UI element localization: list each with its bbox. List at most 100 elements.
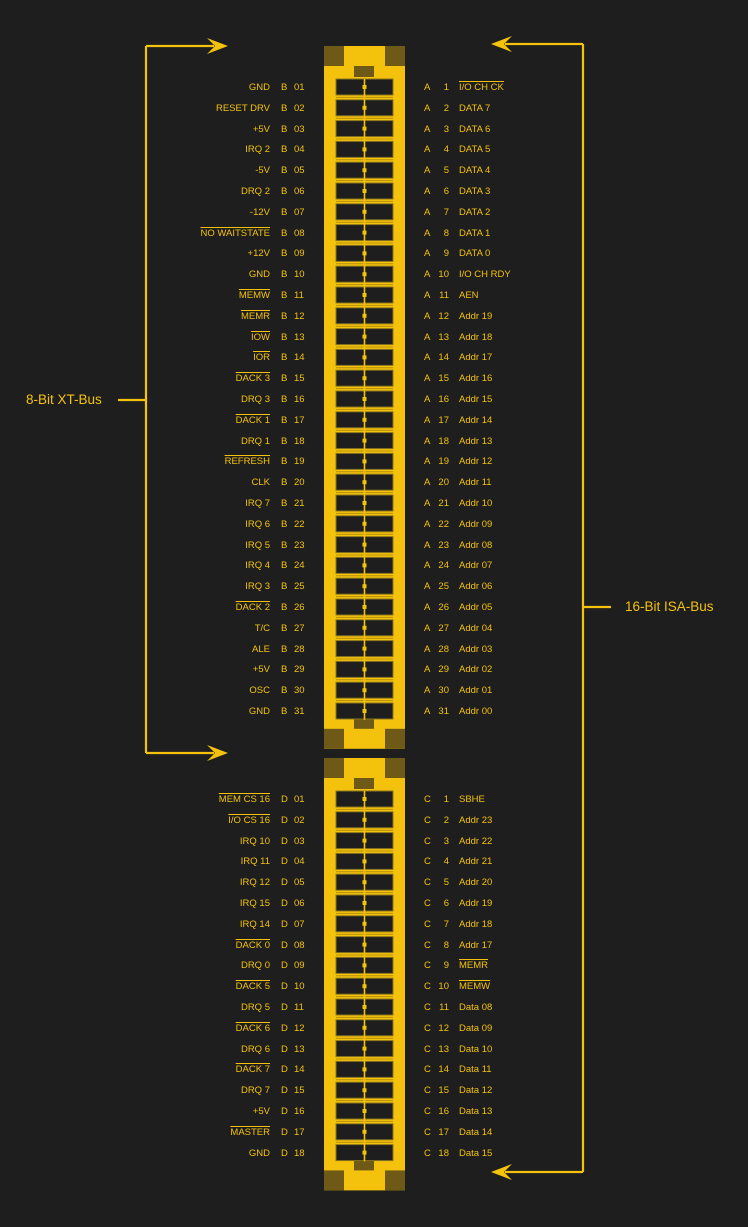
pin-side: B	[281, 206, 288, 218]
pin-number: 30	[438, 685, 449, 697]
pin-number: 29	[438, 664, 449, 676]
slot2-trace-node	[362, 1088, 367, 1093]
slot1-trace-node	[362, 168, 367, 173]
pin-name: Addr 07	[459, 560, 493, 572]
pin-number: 6	[443, 186, 449, 197]
pin-name: Data 13	[459, 1106, 493, 1117]
pin-number: 26	[438, 602, 449, 613]
slot1-corner	[324, 46, 344, 66]
pin-side: C	[424, 1085, 431, 1097]
pin-side: A	[424, 144, 431, 156]
pin-number: 30	[294, 685, 305, 697]
slot2-trace-node	[362, 1046, 367, 1051]
pin-number: 7	[443, 206, 449, 218]
pin-number: 14	[438, 352, 449, 364]
pin-number: 19	[294, 456, 305, 468]
pin-side: B	[281, 456, 288, 468]
pin-name: Addr 14	[459, 414, 493, 426]
pin-name: Addr 19	[459, 310, 493, 322]
pin-side: B	[281, 248, 288, 260]
arrowhead	[491, 1164, 512, 1180]
slot2-trace-node	[362, 1025, 367, 1030]
pin-side: D	[281, 1085, 288, 1097]
pin-name: CLK	[251, 477, 270, 489]
pin-number: 04	[294, 856, 305, 868]
pin-side: C	[424, 898, 431, 909]
pin-number: 2	[443, 814, 449, 826]
pin-side: B	[281, 102, 288, 114]
pin-name: SBHE	[459, 794, 485, 805]
pin-side: C	[424, 981, 431, 993]
pin-side: B	[281, 290, 288, 301]
pin-number: 17	[294, 1126, 305, 1138]
pin-side: C	[424, 1106, 431, 1117]
pin-name: Addr 09	[459, 518, 493, 530]
pin-name: IOW	[251, 331, 270, 343]
pin-side: C	[424, 1064, 431, 1076]
pin-name: Addr 01	[459, 685, 493, 697]
pin-name: IRQ 11	[240, 856, 270, 868]
pin-number: 3	[443, 123, 449, 135]
pin-name: RESET DRV	[215, 102, 270, 114]
slot2-trace-node	[362, 859, 367, 864]
pin-side: C	[424, 1043, 431, 1055]
pin-side: D	[281, 1043, 288, 1055]
pin-name: DRQ 7	[240, 1085, 270, 1097]
slot1-trace-node	[362, 563, 367, 568]
slot1-trace-node	[362, 376, 367, 381]
pin-side: D	[281, 898, 288, 909]
pin-side: D	[281, 835, 288, 847]
pin-name: I/O CH RDY	[459, 269, 511, 281]
pin-side: A	[424, 290, 431, 301]
pin-number: 17	[438, 414, 449, 426]
isa-bus-label: 16-Bit ISA-Bus	[625, 599, 714, 614]
slot2-trace-node	[362, 817, 367, 822]
pin-number: 1	[443, 794, 449, 805]
pin-side: A	[424, 165, 431, 177]
pin-number: 10	[438, 269, 449, 281]
pin-name: DRQ 0	[240, 960, 270, 972]
slot2-corner	[385, 758, 405, 778]
pin-name: DRQ 2	[240, 186, 270, 197]
pin-name: DATA 6	[459, 123, 491, 135]
pin-side: A	[424, 123, 431, 135]
pin-number: 09	[294, 960, 305, 972]
slot1-trace-node	[362, 209, 367, 214]
pin-side: A	[424, 477, 431, 489]
pin-name: Addr 08	[459, 539, 493, 551]
pin-name: DACK 5	[235, 981, 270, 993]
pin-side: A	[424, 186, 431, 197]
pin-side: A	[424, 269, 431, 281]
pin-name: DRQ 3	[240, 394, 270, 405]
pin-number: 22	[294, 518, 305, 530]
pin-number: 01	[294, 82, 305, 93]
pin-name: MEMR	[240, 310, 270, 322]
pin-side: B	[281, 144, 288, 156]
pin-number: 9	[443, 248, 449, 260]
pin-number: 11	[294, 1002, 304, 1013]
pin-name: +5V	[252, 123, 270, 135]
pin-name: GND	[248, 82, 270, 93]
slot1-trace-node	[362, 584, 367, 589]
pin-name: Addr 18	[459, 918, 493, 930]
pin-side: A	[424, 82, 431, 93]
slot1-corner	[324, 728, 344, 749]
pin-side: B	[281, 685, 288, 697]
pin-side: B	[281, 602, 288, 613]
slot1-trace-node	[362, 625, 367, 630]
pin-number: 4	[443, 856, 449, 868]
pin-number: 18	[438, 1147, 449, 1159]
slot1-trace-node	[362, 230, 367, 235]
slot1-trace-node	[362, 355, 367, 360]
pin-name: DACK 1	[235, 414, 270, 426]
pin-number: 13	[438, 331, 449, 343]
pin-number: 23	[438, 539, 449, 551]
pin-name: -5V	[255, 165, 270, 177]
pin-side: D	[281, 939, 288, 951]
pin-name: IRQ 5	[245, 539, 270, 551]
pin-name: Data 14	[459, 1126, 493, 1138]
arrowhead	[491, 36, 512, 52]
pin-number: 07	[294, 206, 305, 218]
slot1-corner	[385, 728, 405, 749]
